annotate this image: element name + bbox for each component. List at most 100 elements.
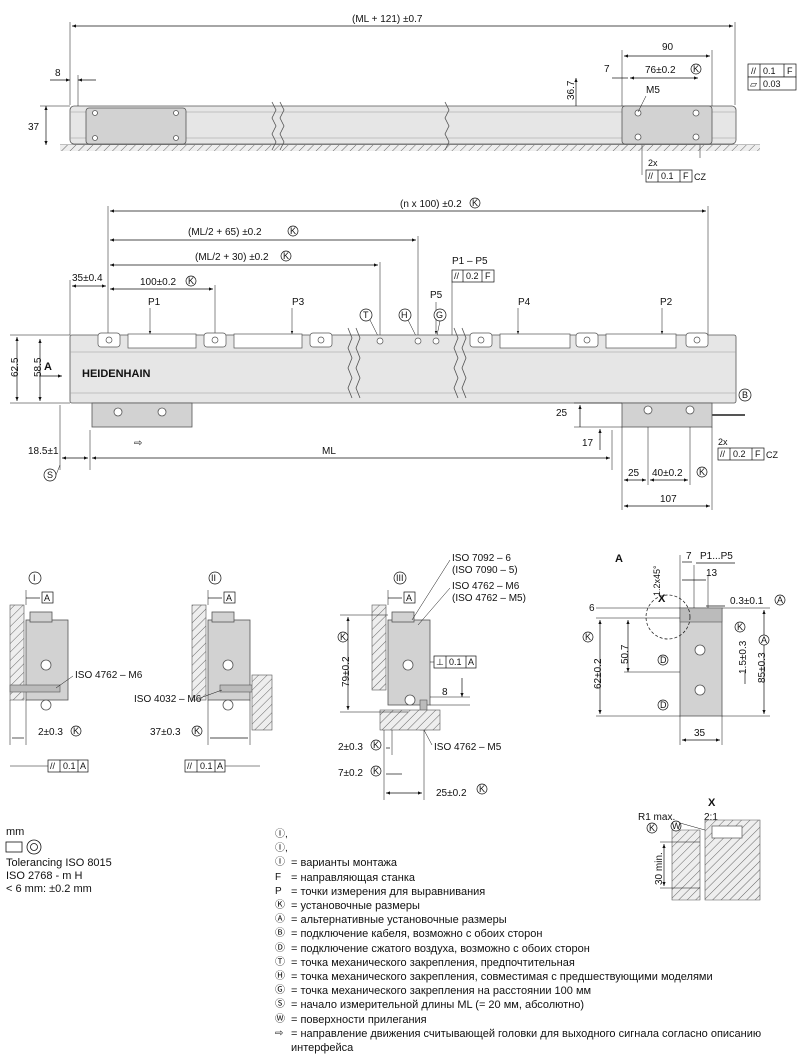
- svg-text:⊥: ⊥: [436, 657, 444, 667]
- svg-text:13: 13: [706, 568, 718, 579]
- svg-text:R1 max.: R1 max.: [638, 812, 675, 823]
- detail-iii: III A ISO 7092 – 6 (ISO 7090 – 5) ISO 47…: [337, 553, 526, 800]
- svg-text:0.1: 0.1: [449, 657, 462, 667]
- legend-item: Ⓐ= альтернативные установочные размеры: [275, 914, 507, 927]
- svg-text:A: A: [80, 761, 86, 771]
- svg-text:III: III: [396, 573, 404, 583]
- dim-79: 79±0.2: [341, 656, 352, 687]
- svg-text:K: K: [373, 766, 379, 776]
- legend-item: Ⓣ= точка механического закрепления, пред…: [275, 956, 575, 969]
- top-view: (ML + 121) ±0.7 8 37 90 7: [28, 14, 797, 183]
- svg-text:F: F: [683, 171, 689, 181]
- svg-text://: //: [751, 66, 757, 76]
- svg-text:B: B: [742, 390, 748, 400]
- svg-text:D: D: [660, 700, 667, 710]
- p1-p5-label: P1 – P5: [452, 256, 488, 267]
- legend-item: Ⓚ= установочные размеры: [275, 900, 420, 913]
- dim-7: 7: [604, 64, 610, 75]
- dim-8: 8: [55, 68, 61, 79]
- svg-text://: //: [50, 761, 56, 771]
- iso-7092: ISO 7092 – 6: [452, 553, 511, 564]
- svg-text:A: A: [468, 657, 474, 667]
- svg-text:85±0.3: 85±0.3: [757, 652, 768, 683]
- svg-text:W: W: [672, 821, 681, 831]
- svg-text:F: F: [485, 271, 491, 281]
- dim-100: 100±0.2: [140, 277, 177, 288]
- dim-90: 90: [662, 42, 674, 53]
- dim-ml: ML: [322, 446, 336, 457]
- end-block-front: [91, 402, 193, 428]
- svg-text:K: K: [479, 784, 485, 794]
- svg-text:6: 6: [589, 603, 595, 614]
- dim-25-iii: 25±0.2: [436, 788, 467, 799]
- svg-text://: //: [720, 449, 726, 459]
- legend-item: Ⓓ= подключение сжатого воздуха, возможно…: [275, 942, 590, 955]
- svg-text:CZ: CZ: [694, 172, 706, 182]
- section-a-profile: [679, 607, 723, 717]
- tolerance-frame-head: [717, 447, 765, 461]
- svg-text:62±0.2: 62±0.2: [593, 658, 604, 689]
- brand-label: HEIDENHAIN: [82, 368, 151, 380]
- svg-text:K: K: [737, 622, 743, 632]
- svg-text:A: A: [777, 595, 783, 605]
- svg-text:A: A: [44, 593, 50, 603]
- svg-text:F: F: [755, 449, 761, 459]
- projection-symbol-icon: [5, 839, 42, 855]
- units-block: mm Tolerancing ISO 8015 ISO 2768 - m H <…: [6, 826, 112, 896]
- svg-text:0.2: 0.2: [466, 271, 479, 281]
- svg-text:A: A: [217, 761, 223, 771]
- dim-62-5: 62.5: [10, 357, 21, 377]
- tolerancing-3: < 6 mm: ±0.2 mm: [6, 883, 92, 895]
- svg-text:0.1: 0.1: [763, 66, 776, 76]
- legend-item: Ⓘ= варианты монтажа: [275, 857, 398, 870]
- svg-text:F: F: [787, 66, 793, 76]
- svg-text:2:1: 2:1: [704, 812, 718, 823]
- detail-x-label: X: [708, 797, 716, 809]
- tolerancing-1: Tolerancing ISO 8015: [6, 857, 112, 869]
- legend-item: Ⓢ= начало измерительной длины ML (= 20 м…: [275, 999, 585, 1012]
- reading-head-front: [621, 402, 713, 428]
- dim-n100: (n x 100) ±0.2: [400, 199, 462, 210]
- svg-text:0.1: 0.1: [63, 761, 76, 771]
- legend-item: Ⓘ, Ⓘ,: [275, 829, 288, 855]
- svg-text:1.2x45°: 1.2x45°: [652, 565, 662, 596]
- tolerance-frame-top: // 0.1 F ▱ 0.03: [747, 63, 797, 91]
- scale-housing-top: [69, 105, 737, 145]
- svg-text:CZ: CZ: [766, 450, 778, 460]
- svg-text:30 min.: 30 min.: [654, 852, 665, 885]
- detail-a-label: A: [615, 553, 623, 565]
- detail-i: I A ISO 4762 – M6 2±0.3 K // 0.1 A: [9, 571, 143, 773]
- legend-item: Ⓑ= подключение кабеля, возможно с обоих …: [275, 928, 543, 941]
- reading-head-top: [621, 105, 713, 145]
- svg-text:0.1: 0.1: [200, 761, 213, 771]
- tolerance-frame-cz: [645, 169, 693, 183]
- svg-text:0.1: 0.1: [661, 171, 674, 181]
- svg-text:S: S: [47, 470, 53, 480]
- svg-text:A: A: [226, 593, 232, 603]
- dim-107: 107: [660, 494, 677, 505]
- svg-text:K: K: [283, 251, 289, 261]
- svg-text:(ISO 4762 – M5): (ISO 4762 – M5): [452, 593, 526, 604]
- p3-label: P3: [292, 297, 305, 308]
- dim-ml2-30: (ML/2 + 30) ±0.2: [195, 252, 269, 263]
- svg-text:7: 7: [686, 551, 692, 562]
- svg-text:P1...P5: P1...P5: [700, 551, 733, 562]
- dim-ml2-65: (ML/2 + 65) ±0.2: [188, 227, 262, 238]
- svg-text:K: K: [188, 276, 194, 286]
- detail-a: A X 7 P1...P5 13 1.2x45° 0.3±0.1 A 6 62±…: [582, 551, 786, 745]
- p4-label: P4: [518, 297, 531, 308]
- svg-text:2x: 2x: [718, 437, 728, 447]
- svg-text:0.03: 0.03: [763, 79, 781, 89]
- dim-18-5: 18.5±1: [28, 446, 59, 457]
- svg-text://: //: [187, 761, 193, 771]
- svg-text:0.2: 0.2: [733, 449, 746, 459]
- legend: Ⓘ, Ⓘ, Ⓘ= варианты монтажа F= направляюща…: [275, 828, 795, 1055]
- dim-40: 40±0.2: [652, 468, 683, 479]
- svg-text:K: K: [290, 226, 296, 236]
- dim-ii: 37±0.3: [150, 727, 181, 738]
- dim-35: 35±0.4: [72, 273, 103, 284]
- dim-17: 17: [582, 438, 594, 449]
- svg-text:K: K: [699, 467, 705, 477]
- legend-item: Ⓦ= поверхности прилегания: [275, 1013, 427, 1026]
